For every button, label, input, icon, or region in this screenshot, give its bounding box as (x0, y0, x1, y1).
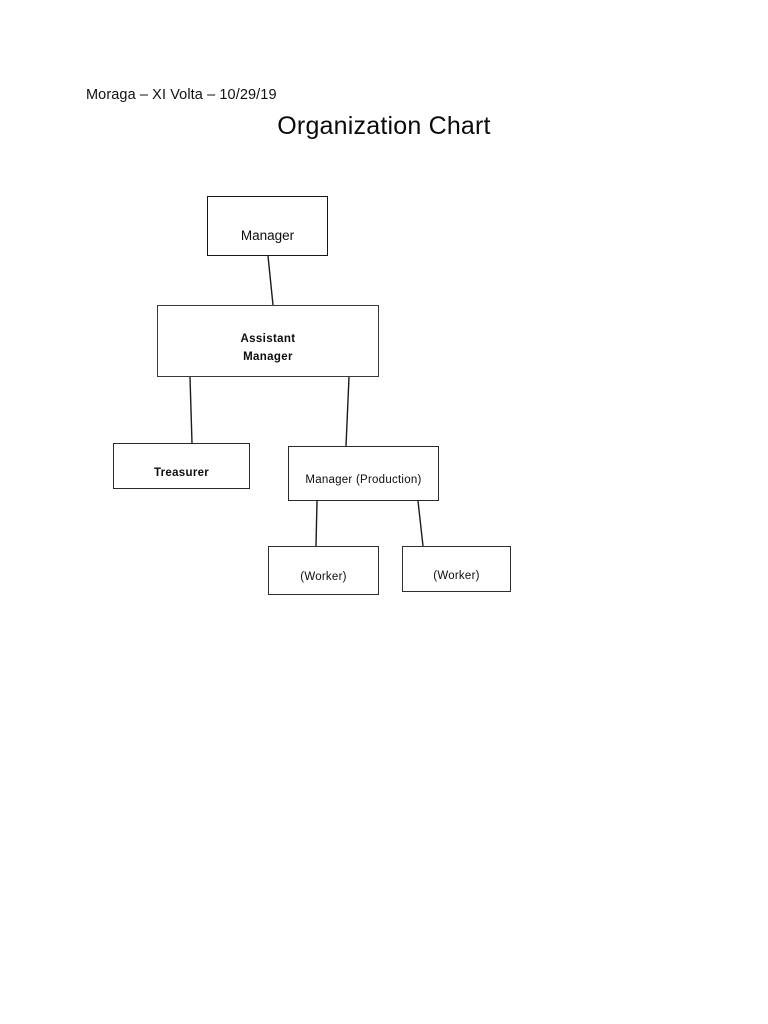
connector-production-worker-left (315, 500, 318, 547)
org-node-assistant-manager[interactable]: Assistant Manager (157, 305, 379, 377)
org-node-treasurer[interactable]: Treasurer (113, 443, 250, 489)
org-node-treasurer-label: Treasurer (153, 467, 210, 479)
org-node-manager-label: Manager (240, 228, 295, 243)
org-node-manager-production-label: Manager (Production) (305, 474, 422, 486)
connector-assistant-treasurer (189, 376, 193, 444)
org-node-manager-production[interactable]: Manager (Production) (288, 446, 439, 501)
org-node-worker-right-label: (Worker) (433, 570, 480, 582)
connector-assistant-production (345, 376, 350, 447)
org-node-worker-left-label: (Worker) (300, 571, 347, 583)
org-node-manager[interactable]: Manager (207, 196, 328, 256)
org-node-worker-right[interactable]: (Worker) (402, 546, 511, 592)
org-node-assistant-manager-label: Assistant Manager (240, 333, 296, 363)
connector-manager-assistant (267, 255, 274, 306)
document-header-line: Moraga – XI Volta – 10/29/19 (86, 87, 277, 103)
connector-production-worker-right (417, 500, 424, 547)
page-title: Organization Chart (277, 112, 491, 140)
org-node-worker-left[interactable]: (Worker) (268, 546, 379, 595)
